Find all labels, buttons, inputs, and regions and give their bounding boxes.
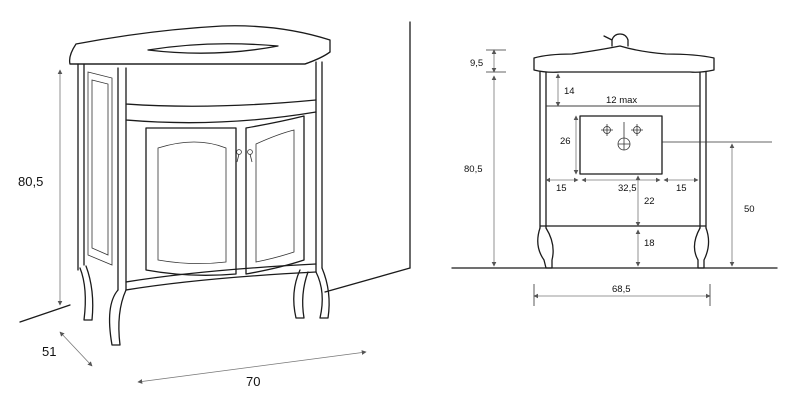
cabinet-right-side bbox=[315, 61, 323, 273]
floor-line bbox=[324, 267, 411, 293]
cabinet-side-panel-inner bbox=[91, 79, 109, 256]
top-slab-front-edge bbox=[69, 51, 331, 65]
left-door-panel bbox=[157, 141, 227, 264]
valve-crosshairs bbox=[601, 122, 643, 150]
width-dim-line bbox=[137, 350, 367, 384]
depth-dim-line bbox=[59, 331, 93, 367]
front-right-leg bbox=[293, 269, 309, 319]
front-right-cabriole-leg bbox=[693, 227, 710, 269]
top-slab bbox=[68, 25, 331, 65]
bottom-skirt bbox=[125, 263, 317, 291]
cabinet-side-panel bbox=[87, 71, 113, 266]
cabinet-front-stile bbox=[117, 67, 127, 291]
faucet-icon bbox=[603, 33, 629, 47]
leg-height-label: 18 bbox=[644, 238, 655, 249]
opening-width-label: 32,5 bbox=[618, 183, 637, 194]
width-label: 70 bbox=[246, 374, 260, 389]
door-handles bbox=[236, 153, 253, 163]
left-door bbox=[145, 127, 237, 276]
right-door-panel bbox=[255, 129, 295, 263]
overall-height-label: 80,5 bbox=[464, 164, 483, 175]
front-top-slab bbox=[533, 45, 715, 73]
front-cabinet-outline bbox=[539, 71, 707, 229]
right-door bbox=[245, 115, 305, 275]
right-door-knob bbox=[247, 149, 253, 155]
side-right-label: 15 bbox=[676, 183, 687, 194]
drawer-depth-label: 14 bbox=[564, 86, 575, 97]
opening-height-label: 26 bbox=[560, 136, 571, 147]
back-left-leg bbox=[79, 265, 94, 321]
drain-height-label: 50 bbox=[744, 204, 755, 215]
basin-rim bbox=[147, 43, 279, 54]
base-width-ext bbox=[533, 284, 711, 306]
opening-to-base-label: 22 bbox=[644, 196, 655, 207]
top-thickness-ext bbox=[486, 49, 506, 73]
top-thickness-label: 9,5 bbox=[470, 58, 483, 69]
sink-depth-label: 12 max bbox=[606, 95, 637, 106]
front-elevation: 9,5 80,5 14 12 max 26 15 32,5 15 22 18 5… bbox=[451, 33, 778, 306]
base-width-label: 68,5 bbox=[612, 284, 631, 295]
back-right-leg bbox=[315, 267, 330, 319]
height-label: 80,5 bbox=[18, 174, 43, 189]
floor-line-left bbox=[19, 304, 71, 323]
front-left-cabriole-leg bbox=[537, 227, 554, 269]
side-left-label: 15 bbox=[556, 183, 567, 194]
drain-opening bbox=[579, 115, 663, 175]
perspective-view: 80,5 51 70 bbox=[18, 21, 411, 389]
cabinet-left-side bbox=[77, 63, 85, 271]
left-door-knob bbox=[236, 149, 242, 155]
depth-label: 51 bbox=[42, 344, 56, 359]
front-left-leg bbox=[108, 289, 127, 346]
drawer-apron bbox=[125, 99, 317, 124]
